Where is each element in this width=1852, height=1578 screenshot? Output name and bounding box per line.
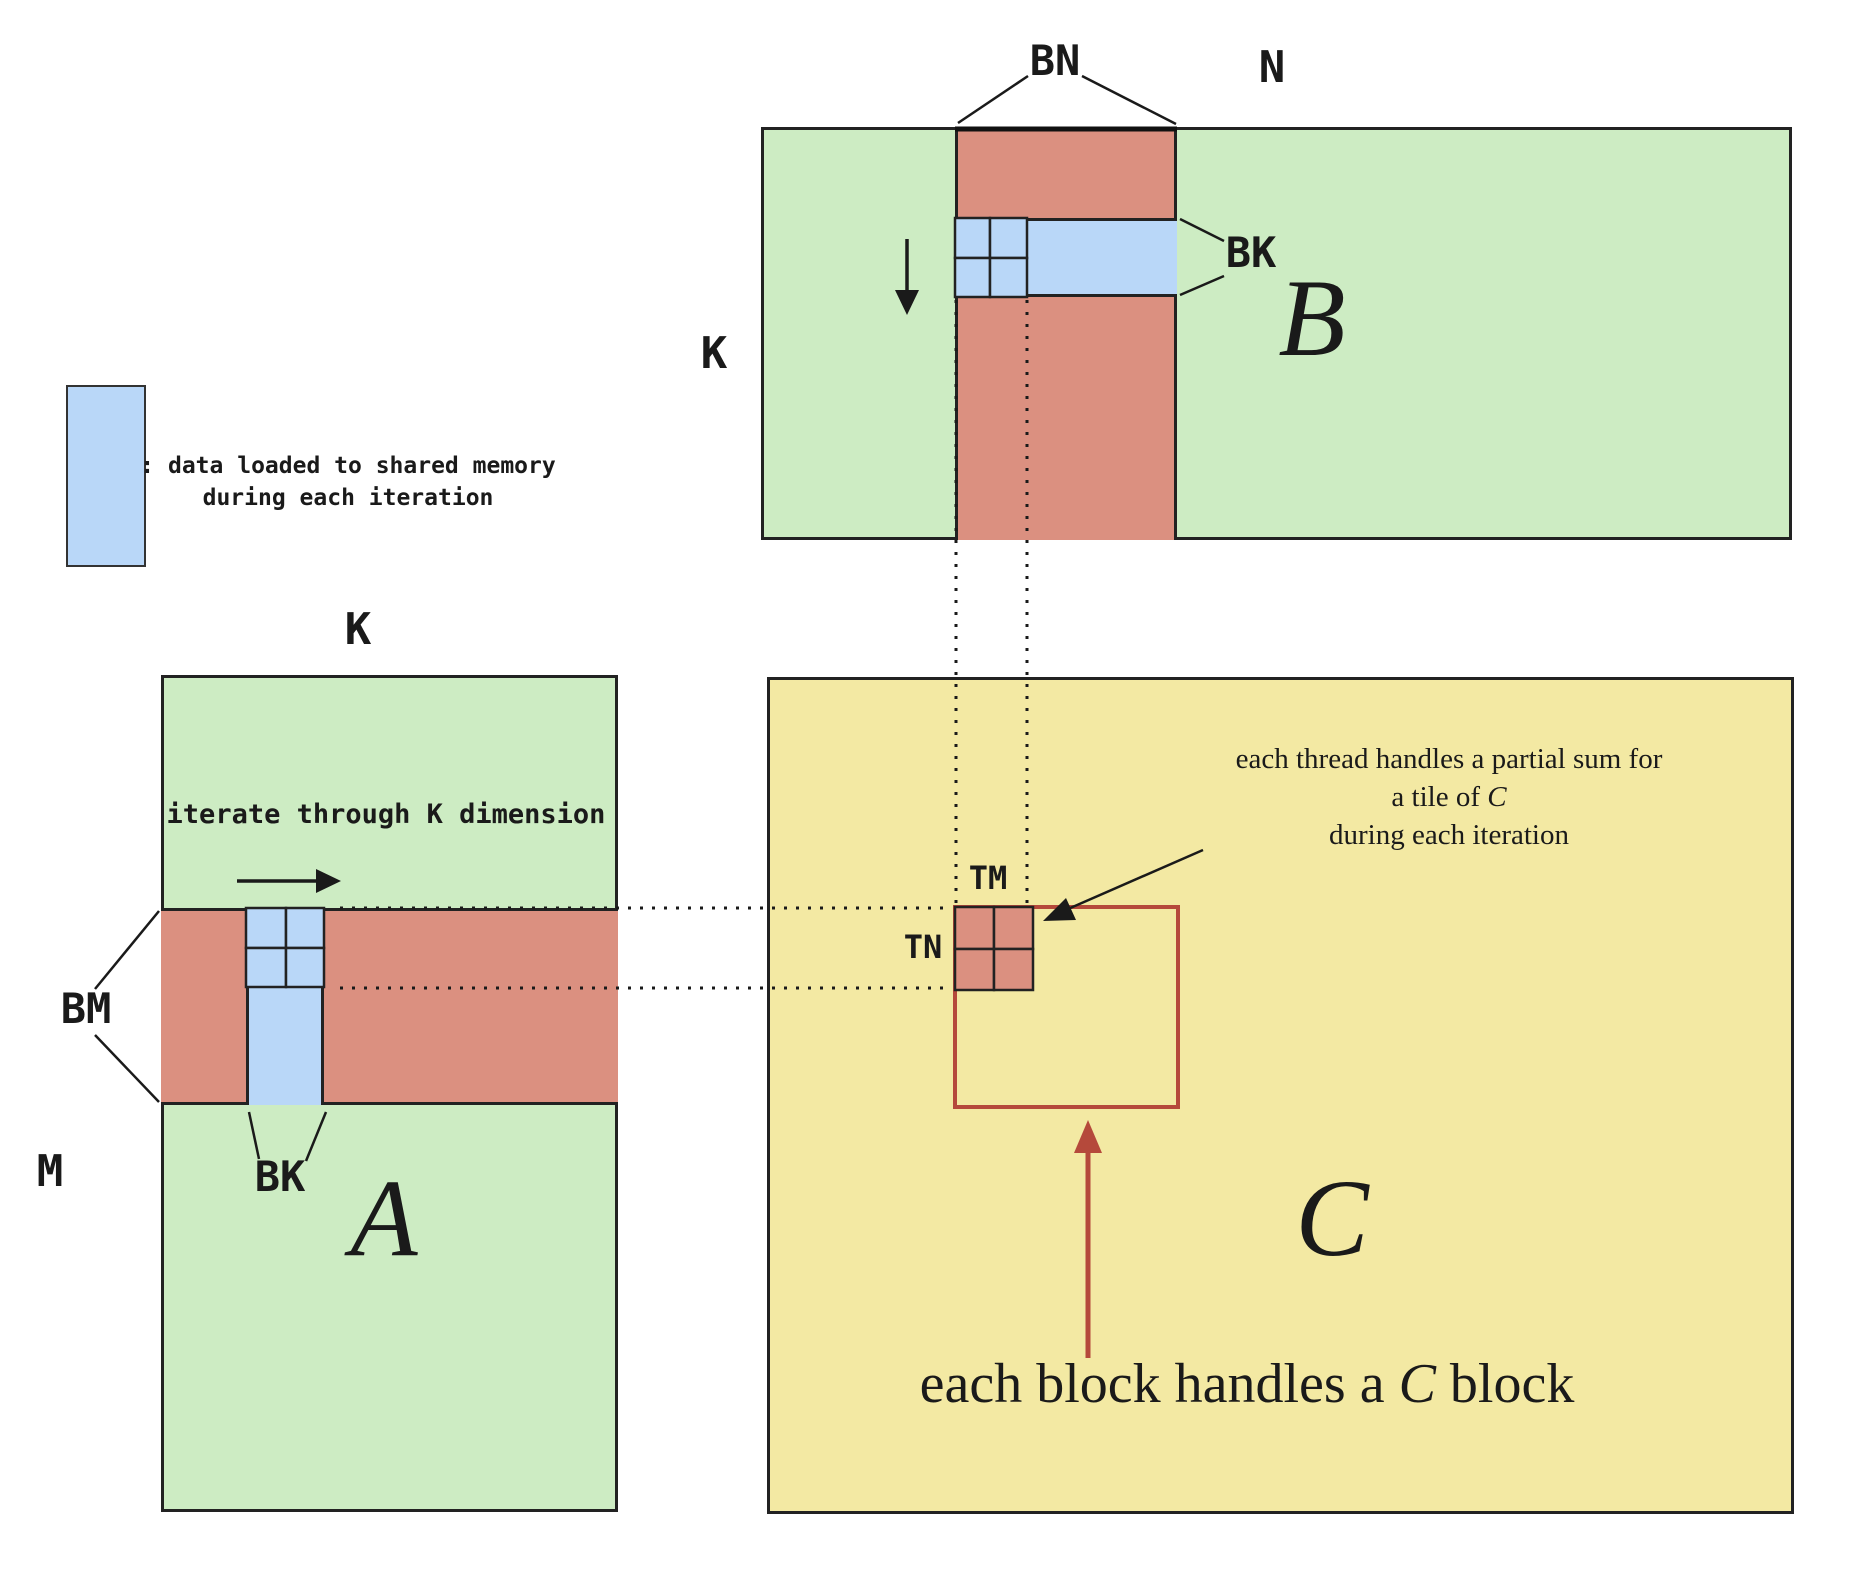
thread-note-line1: each thread handles a partial sum for [1235,743,1663,775]
matrix-b-shared-row-strip [955,218,1177,297]
matrix-a-shared-column-strip [246,908,324,1105]
bm-label: BM [60,984,112,1033]
bn-pointer-left [957,74,1029,125]
tm-label: TM [968,859,1008,897]
matrix-a-letter: A [350,1157,418,1279]
matrix-b [761,127,1792,540]
n-dimension-label: N [1258,42,1286,93]
matrix-c-letter: C [1295,1157,1369,1279]
bn-label: BN [1029,36,1081,85]
m-dimension-label: M [36,1146,64,1197]
block-note: each block handles a C block [919,1353,1575,1415]
matrix-b-block-column [955,127,1177,540]
a-k-dimension-label: K [344,604,372,655]
thread-note-c-var: C [1487,781,1507,813]
legend-caption: : data loaded to shared memory during ea… [140,450,555,514]
thread-note-line3: during each iteration [1329,819,1569,851]
bk-b-label: BK [1225,228,1277,277]
bm-pointer-bottom [94,1034,160,1103]
bk-a-label: BK [254,1152,306,1201]
thread-note-line2: a tile of C [1391,781,1507,813]
matrix-c [767,677,1794,1514]
bm-pointer-top [94,910,160,990]
block-note-c-var: C [1398,1353,1436,1415]
tn-label: TN [903,928,943,966]
legend-swatch [66,385,146,567]
matrix-b-letter: B [1278,257,1346,379]
bn-pointer-right [1081,74,1177,126]
iterate-note: iterate through K dimension [166,799,606,830]
matrix-a-block-row [161,908,618,1105]
b-k-dimension-label: K [700,328,728,379]
legend-caption-line2: during each iteration [202,485,494,511]
thread-note: each thread handles a partial sum for a … [1236,740,1663,854]
legend-caption-line1: : data loaded to shared memory [140,453,556,479]
